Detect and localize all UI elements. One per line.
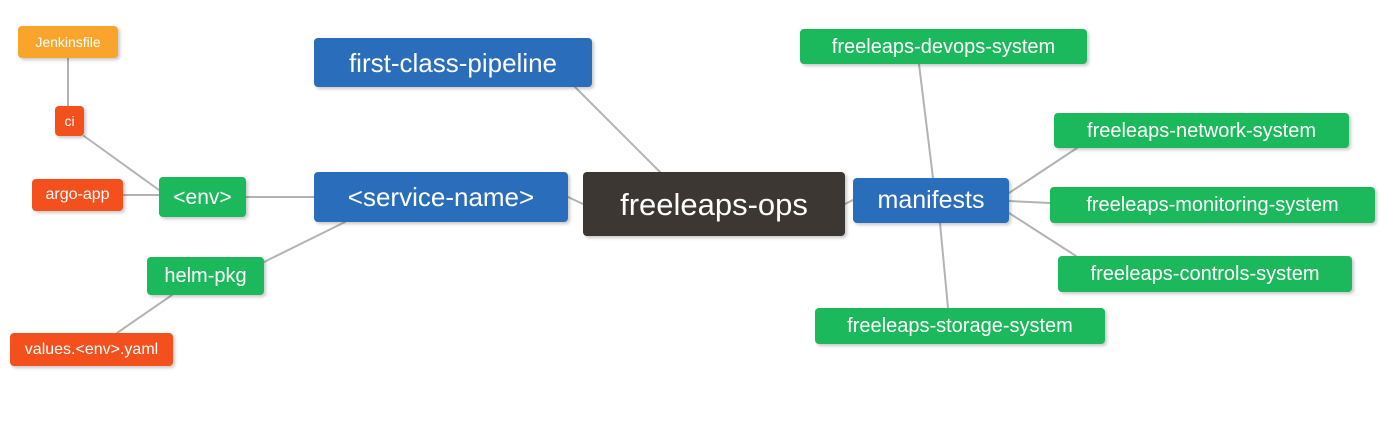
edge-manifests-to-freeleaps-devops-system xyxy=(918,63,934,179)
mindmap-node-ci[interactable]: ci xyxy=(55,106,84,136)
mindmap-node-freeleaps-storage-system[interactable]: freeleaps-storage-system xyxy=(815,308,1105,344)
mindmap-node-label: freeleaps-monitoring-system xyxy=(1086,194,1339,216)
mindmap-node-env[interactable]: <env> xyxy=(159,177,246,217)
mindmap-node-manifests[interactable]: manifests xyxy=(853,178,1009,223)
mindmap-node-jenkinsfile[interactable]: Jenkinsfile xyxy=(18,26,118,58)
edge-manifests-to-freeleaps-monitoring-system xyxy=(1008,200,1051,204)
mindmap-node-label: values.<env>.yaml xyxy=(24,340,159,358)
mindmap-node-freeleaps-ops[interactable]: freeleaps-ops xyxy=(583,172,845,236)
edge-freeleaps-ops-to-first-class-pipeline xyxy=(574,86,661,173)
mindmap-node-freeleaps-network-system[interactable]: freeleaps-network-system xyxy=(1054,113,1349,148)
mindmap-node-label: first-class-pipeline xyxy=(348,47,558,78)
mindmap-node-label: <service-name> xyxy=(347,182,535,212)
mindmap-node-label: <env> xyxy=(173,185,232,209)
edge-helm-pkg-to-values-env-yaml xyxy=(116,294,173,334)
mindmap-node-helm-pkg[interactable]: helm-pkg xyxy=(147,257,264,295)
mindmap-node-freeleaps-devops-system[interactable]: freeleaps-devops-system xyxy=(800,29,1087,64)
mindmap-node-values-env-yaml[interactable]: values.<env>.yaml xyxy=(10,333,173,366)
mindmap-node-label: freeleaps-controls-system xyxy=(1090,263,1320,285)
mindmap-node-freeleaps-controls-system[interactable]: freeleaps-controls-system xyxy=(1058,256,1352,292)
edge-manifests-to-freeleaps-storage-system xyxy=(939,222,949,309)
mindmap-node-label: Jenkinsfile xyxy=(35,34,101,50)
edge-freeleaps-ops-to-manifests xyxy=(844,199,854,205)
mindmap-node-label: freeleaps-storage-system xyxy=(847,315,1073,337)
mindmap-node-label: helm-pkg xyxy=(164,265,247,287)
mindmap-node-label: freeleaps-devops-system xyxy=(831,35,1056,58)
mindmap-node-first-class-pipeline[interactable]: first-class-pipeline xyxy=(314,38,592,87)
mindmap-node-label: freeleaps-ops xyxy=(620,186,808,222)
mindmap-node-label: ci xyxy=(64,113,75,129)
mindmap-node-service-name[interactable]: <service-name> xyxy=(314,172,568,222)
mindmap-node-label: freeleaps-network-system xyxy=(1087,119,1316,142)
mindmap-node-label: manifests xyxy=(877,186,985,214)
mindmap-node-freeleaps-monitoring-system[interactable]: freeleaps-monitoring-system xyxy=(1050,187,1375,223)
mindmap-node-argo-app[interactable]: argo-app xyxy=(32,179,123,211)
edge-service-name-to-helm-pkg xyxy=(263,221,346,263)
mindmap-node-label: argo-app xyxy=(45,186,110,203)
edge-freeleaps-ops-to-service-name xyxy=(567,196,584,205)
